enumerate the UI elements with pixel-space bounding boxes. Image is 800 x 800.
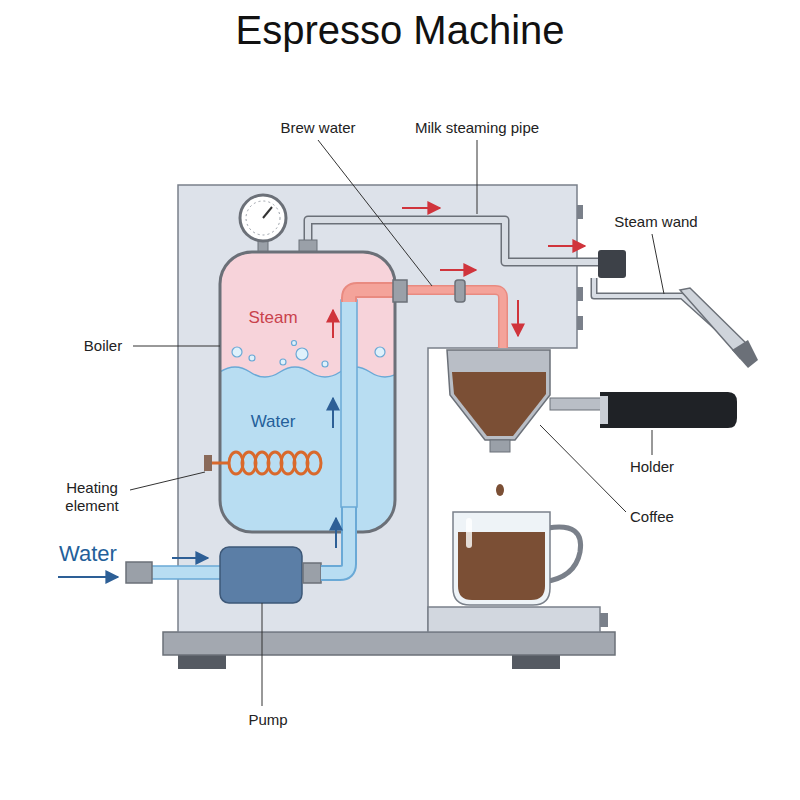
coffee-drop	[496, 484, 504, 496]
tray-knob	[600, 613, 608, 627]
element-terminal	[204, 455, 212, 471]
element-lead	[212, 462, 228, 465]
holder-arm	[550, 398, 602, 410]
side-knob	[577, 205, 583, 219]
pump-fitting	[303, 563, 321, 583]
leader-lines	[130, 140, 664, 706]
gauge-scale	[246, 201, 280, 235]
part-label: Boiler	[84, 337, 122, 355]
steam-wand-outline	[594, 278, 742, 350]
part-label: Heating element	[52, 479, 132, 515]
zone-label: Steam	[248, 308, 297, 328]
foot	[512, 655, 560, 669]
holder-handle	[600, 392, 737, 428]
zone-label: Water	[251, 412, 296, 432]
part-label: Holder	[630, 458, 674, 476]
handle-ring	[600, 396, 608, 424]
part-label: Pump	[248, 711, 287, 729]
brew-pipe-outline	[349, 290, 398, 302]
steam-wand	[594, 278, 742, 350]
machine-body	[178, 185, 577, 632]
side-knob	[577, 287, 583, 301]
heating-coil	[229, 452, 321, 474]
valve	[455, 280, 465, 302]
inlet-fitting	[126, 562, 152, 583]
machine-base	[163, 632, 615, 655]
spout	[490, 440, 510, 452]
part-label: Brew water	[280, 119, 355, 137]
brew-pipe	[349, 290, 398, 302]
part-label: Milk steaming pipe	[415, 119, 539, 137]
heat-exchanger-tube	[341, 300, 357, 507]
drip-tray	[428, 607, 600, 632]
part-label: Coffee	[630, 508, 674, 526]
steam-knob	[598, 250, 626, 278]
side-knob	[577, 316, 583, 330]
pressure-gauge	[240, 195, 286, 241]
water-zone	[220, 367, 395, 532]
brew-line-outline	[405, 290, 503, 348]
inlet-label: Water	[59, 541, 117, 567]
cup	[453, 512, 550, 605]
coffee-grounds	[452, 372, 546, 436]
flow-arrows	[58, 208, 585, 577]
cup-glint	[466, 518, 472, 548]
wand-tip	[732, 340, 758, 368]
water-surface	[220, 367, 395, 377]
part-label: Steam wand	[614, 213, 697, 231]
group-head	[447, 350, 550, 440]
foot	[178, 655, 226, 669]
pump-body	[220, 547, 302, 603]
diagram-title: Espresso Machine	[0, 8, 800, 53]
brew-line	[405, 290, 503, 348]
pipe-fitting	[299, 240, 317, 252]
inlet-pipe	[150, 566, 222, 579]
pipe-fitting	[393, 280, 407, 302]
feed-pipe	[321, 505, 349, 573]
bubbles	[232, 341, 385, 368]
gauge-needle	[263, 207, 272, 218]
feed-pipe-outline	[321, 505, 349, 573]
